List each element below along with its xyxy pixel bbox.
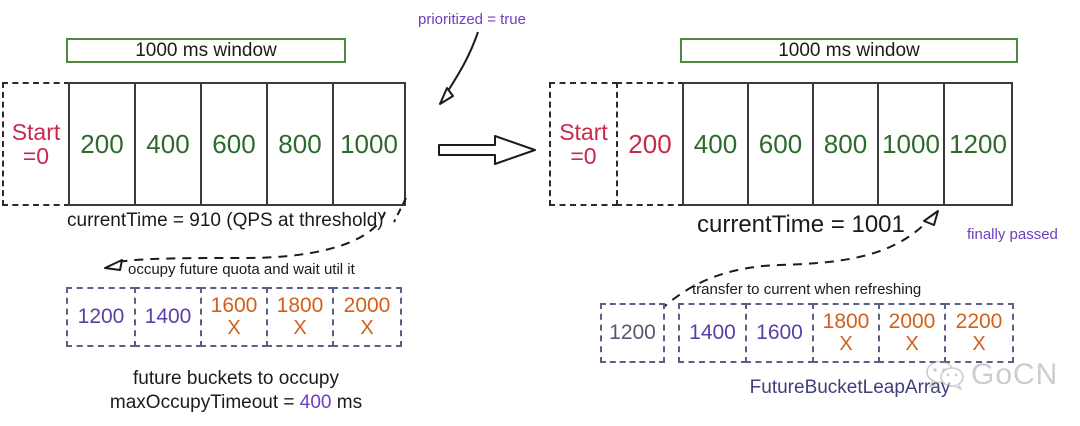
- max-occupy-suffix: ms: [331, 392, 363, 413]
- max-occupy-prefix: maxOccupyTimeout =: [109, 392, 300, 413]
- prioritized-arrow-icon: [439, 31, 479, 105]
- wechat-icon: [926, 360, 964, 390]
- future-array-caption: FutureBucketLeapArray: [749, 377, 951, 398]
- max-occupy-timeout-line: maxOccupyTimeout = 400 ms: [66, 392, 406, 414]
- watermark-text: GoCN: [971, 358, 1059, 391]
- bucket-cell: 800: [266, 82, 334, 206]
- bucket-value: 1000: [882, 128, 940, 159]
- bucket-value: 200: [628, 128, 672, 159]
- future-bucket-cell: 2000 X: [332, 287, 402, 347]
- bucket-value: 400: [146, 128, 190, 159]
- future-bucket-value: 2000: [888, 310, 936, 334]
- bucket-cell-expired: 200: [616, 82, 684, 206]
- start-cell-left: Start =0: [2, 82, 70, 206]
- future-bucket-value: 2200: [955, 310, 1003, 334]
- future-bucket-cell: 1600: [745, 303, 814, 363]
- future-bucket-cell: 1400: [134, 287, 202, 347]
- max-occupy-value: 400: [299, 392, 332, 413]
- window-label-left: 1000 ms window: [66, 38, 346, 63]
- future-bucket-value: 1200: [77, 304, 125, 328]
- future-bucket-mark: X: [839, 332, 853, 355]
- transfer-flow-arrow-icon: [659, 210, 939, 311]
- future-bucket-cell: 2000 X: [878, 303, 946, 363]
- bucket-value: 800: [823, 128, 868, 159]
- transition-arrow-icon: [438, 135, 536, 165]
- future-bucket-array-right: 1400 1600 1800 X 2000 X 2200 X: [678, 303, 1014, 363]
- current-bucket-row-right: Start =0 200 400 600 800 1000 1200: [549, 82, 1013, 206]
- future-bucket-value: 1600: [756, 320, 803, 344]
- future-bucket-value: 1400: [689, 320, 736, 344]
- future-bucket-cell: 1800 X: [266, 287, 334, 347]
- future-bucket-mark: X: [360, 316, 374, 339]
- future-buckets-caption: future buckets to occupy: [133, 368, 339, 389]
- future-bucket-value: 1400: [144, 304, 192, 328]
- future-bucket-value: 1200: [609, 320, 656, 344]
- occupy-tick-icon: [393, 197, 407, 223]
- finally-passed-label: finally passed: [967, 226, 1058, 243]
- bucket-value: 1000: [340, 128, 398, 159]
- future-bucket-mark: X: [227, 316, 241, 339]
- future-bucket-cell: 2200 X: [944, 303, 1014, 363]
- bucket-cell: 200: [68, 82, 136, 206]
- future-bucket-cell: 1200: [600, 303, 665, 363]
- bucket-cell: 600: [200, 82, 268, 206]
- start-cell-right: Start =0: [549, 82, 618, 206]
- gocn-watermark: GoCN: [925, 358, 1058, 392]
- bucket-value: 200: [80, 128, 124, 159]
- future-bucket-mark: X: [972, 332, 986, 355]
- current-time-left: currentTime = 910 (QPS at threshold): [67, 210, 384, 231]
- bucket-value: 1200: [949, 128, 1007, 159]
- future-bucket-value: 1600: [210, 294, 258, 318]
- future-bucket-value: 1800: [276, 294, 324, 318]
- start-label-line1: Start: [11, 118, 61, 145]
- occupy-flow-arrow-icon: [104, 211, 386, 271]
- transferred-future-bucket: 1200: [600, 303, 665, 363]
- start-label-line2: =0: [570, 143, 597, 169]
- future-bucket-cell: 1200: [66, 287, 136, 347]
- future-bucket-cell: 1800 X: [812, 303, 880, 363]
- start-label-line1: Start: [559, 118, 608, 145]
- bucket-cell: 800: [812, 82, 879, 206]
- future-bucket-mark: X: [293, 316, 307, 339]
- bucket-cell: 400: [134, 82, 202, 206]
- current-time-right: currentTime = 1001: [697, 211, 905, 238]
- bucket-value: 600: [212, 128, 256, 159]
- bucket-value: 800: [278, 128, 322, 159]
- future-bucket-cell: 1600 X: [200, 287, 268, 347]
- window-label-left-text: 1000 ms window: [135, 39, 277, 61]
- current-bucket-row-left: Start =0 200 400 600 800 1000: [2, 82, 406, 206]
- occupy-note: occupy future quota and wait util it: [128, 261, 355, 278]
- bucket-cell: 600: [747, 82, 814, 206]
- future-bucket-value: 2000: [343, 294, 391, 318]
- future-bucket-mark: X: [905, 332, 919, 355]
- bucket-cell: 1200: [943, 82, 1013, 206]
- bucket-cell: 1000: [332, 82, 406, 206]
- future-bucket-cell: 1400: [678, 303, 747, 363]
- future-bucket-array-left: 1200 1400 1600 X 1800 X 2000 X: [66, 287, 402, 347]
- bucket-value: 400: [693, 128, 738, 159]
- bucket-cell: 400: [682, 82, 749, 206]
- start-label-line2: =0: [22, 143, 50, 169]
- future-bucket-value: 1800: [822, 310, 870, 334]
- window-label-right: 1000 ms window: [680, 38, 1018, 63]
- window-label-right-text: 1000 ms window: [778, 39, 920, 61]
- transfer-note: transfer to current when refreshing: [692, 281, 922, 298]
- bucket-cell: 1000: [877, 82, 945, 206]
- bucket-value: 600: [758, 128, 803, 159]
- prioritized-annotation: prioritized = true: [418, 11, 526, 28]
